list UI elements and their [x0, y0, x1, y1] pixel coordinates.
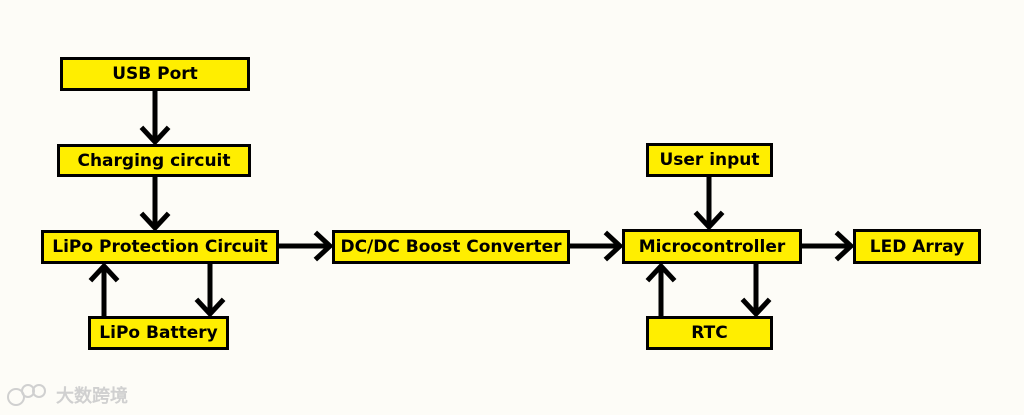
led-array-box: LED Array [853, 229, 981, 264]
microcontroller-box: Microcontroller [622, 229, 802, 264]
arrow-charging-to-protection [139, 177, 171, 232]
rtc-box: RTC [646, 316, 773, 350]
usb-port-box: USB Port [60, 57, 250, 91]
charging-circuit-box: Charging circuit [57, 144, 251, 177]
arrow-usb-to-charging [139, 91, 171, 146]
arrow-micro-to-rtc [740, 264, 772, 318]
dcdc-boost-converter-box: DC/DC Boost Converter [332, 230, 570, 264]
arrow-rtc-to-micro [645, 262, 677, 316]
user-input-box: User input [646, 143, 773, 177]
arrow-protection-to-boost [279, 230, 334, 262]
lipo-battery-box: LiPo Battery [88, 316, 229, 350]
lipo-protection-circuit-box: LiPo Protection Circuit [41, 230, 279, 264]
arrow-battery-to-protection [88, 262, 120, 316]
watermark-logo-icon [7, 384, 46, 406]
arrow-boost-to-micro [570, 230, 624, 262]
watermark: 大数跨境 [6, 381, 128, 409]
arrow-micro-to-led [802, 230, 855, 262]
arrow-userinput-to-micro [693, 177, 725, 231]
arrow-protection-to-battery [194, 264, 226, 318]
watermark-text: 大数跨境 [56, 386, 128, 407]
